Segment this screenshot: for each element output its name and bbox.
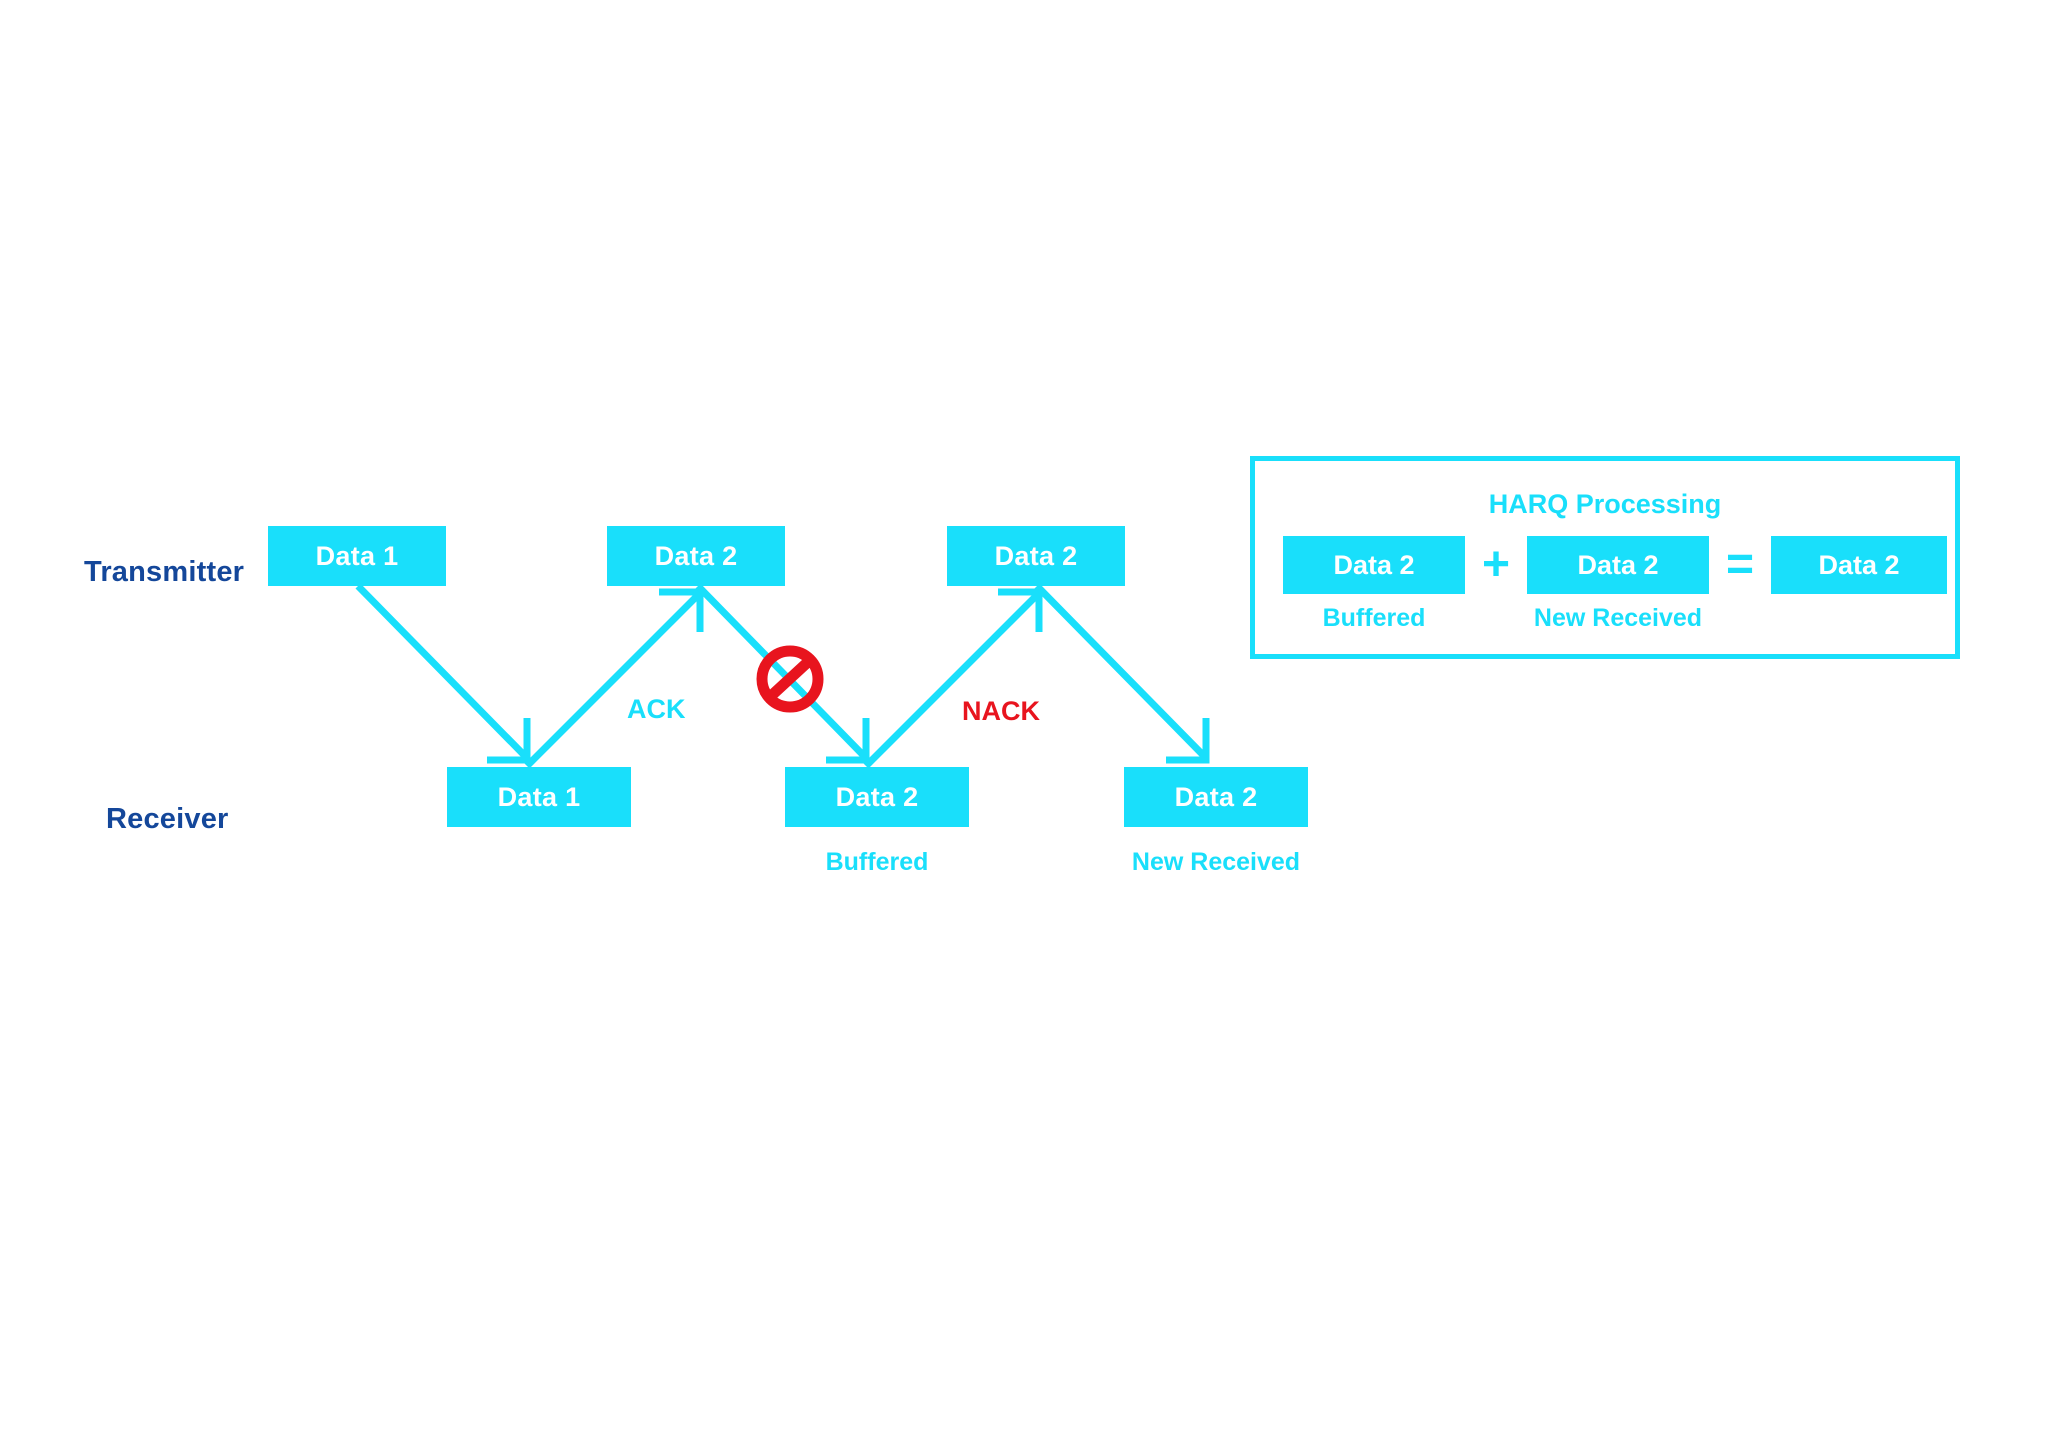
receiver-box-3-caption: New Received <box>1131 848 1301 876</box>
harq-panel-title: HARQ Processing <box>1488 489 1722 519</box>
harq-result-box: Data 2 <box>1771 536 1947 594</box>
harq-new-received-box: Data 2 <box>1527 536 1709 594</box>
receiver-box-2-caption: Buffered <box>825 848 929 876</box>
arrow-tx1-to-rx1 <box>355 583 531 764</box>
receiver-data-box-3: Data 2 <box>1124 767 1308 827</box>
arrow-rx2-nack-to-tx3 <box>863 588 1043 769</box>
harq-equals-operator: = <box>1725 538 1755 591</box>
arrow-tx3-to-rx3 <box>1034 583 1210 764</box>
harq-plus-operator: + <box>1481 538 1511 591</box>
transmitter-data-box-2: Data 2 <box>607 526 785 586</box>
arrow-tx2-to-rx2-failed <box>695 583 870 764</box>
harq-buffered-box: Data 2 <box>1283 536 1465 594</box>
receiver-data-box-2: Data 2 <box>785 767 969 827</box>
receiver-row-label: Receiver <box>106 803 229 835</box>
arrow-rx1-ack-to-tx2 <box>524 588 704 769</box>
harq-processing-panel: HARQ Processing Data 2 + Data 2 = Data 2… <box>1250 456 1960 659</box>
transmitter-row-label: Transmitter <box>84 556 245 588</box>
nack-label: NACK <box>962 696 1040 726</box>
ack-label: ACK <box>627 694 686 724</box>
harq-new-received-caption: New Received <box>1533 604 1703 632</box>
transmitter-data-box-3: Data 2 <box>947 526 1125 586</box>
receiver-data-box-1: Data 1 <box>447 767 631 827</box>
transmitter-data-box-1: Data 1 <box>268 526 446 586</box>
harq-buffered-caption: Buffered <box>1322 604 1426 632</box>
no-entry-icon <box>756 645 824 713</box>
